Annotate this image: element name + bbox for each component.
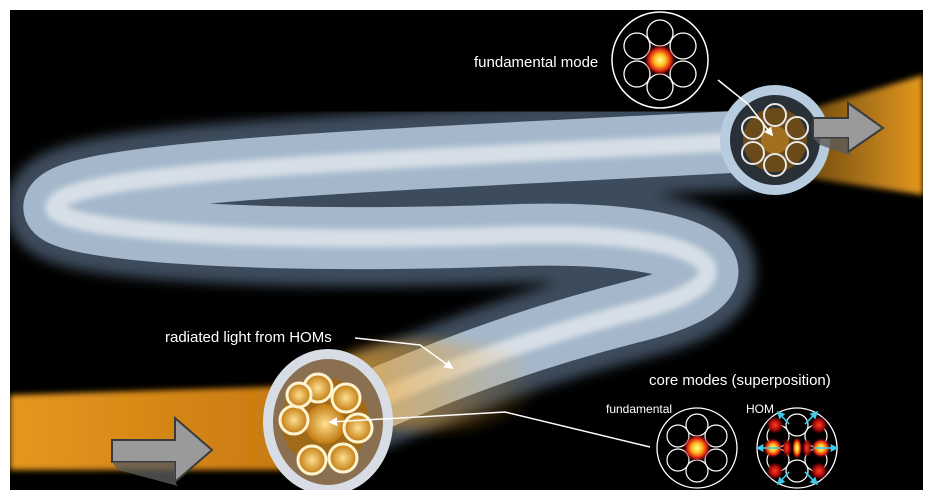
fiber-illustration: fundamental mode radiated light from HOM… xyxy=(10,11,923,490)
radiated-light-label: radiated light from HOMs xyxy=(165,329,332,346)
core-modes-label: core modes (superposition) xyxy=(649,372,831,389)
input-beam xyxy=(10,385,330,470)
fiber-body xyxy=(10,92,818,473)
fundamental-mode-pointer xyxy=(717,79,774,137)
hom-inset xyxy=(755,407,839,489)
fundamental-mode-inset xyxy=(611,11,709,109)
core-modes-pointer xyxy=(328,411,651,448)
fundamental-label: fundamental xyxy=(606,402,672,416)
fundamental-mode-label: fundamental mode xyxy=(474,54,598,71)
input-end-face xyxy=(263,349,393,490)
figure-frame: fundamental mode radiated light from HOM… xyxy=(10,10,923,490)
input-arrow-icon xyxy=(111,415,214,486)
hom-label: HOM xyxy=(746,402,774,416)
output-end-face xyxy=(720,85,830,195)
fundamental-inset xyxy=(656,407,738,489)
radiated-light-pointer xyxy=(354,337,454,370)
pointer-lines xyxy=(328,79,774,448)
output-arrow-icon xyxy=(812,101,885,156)
